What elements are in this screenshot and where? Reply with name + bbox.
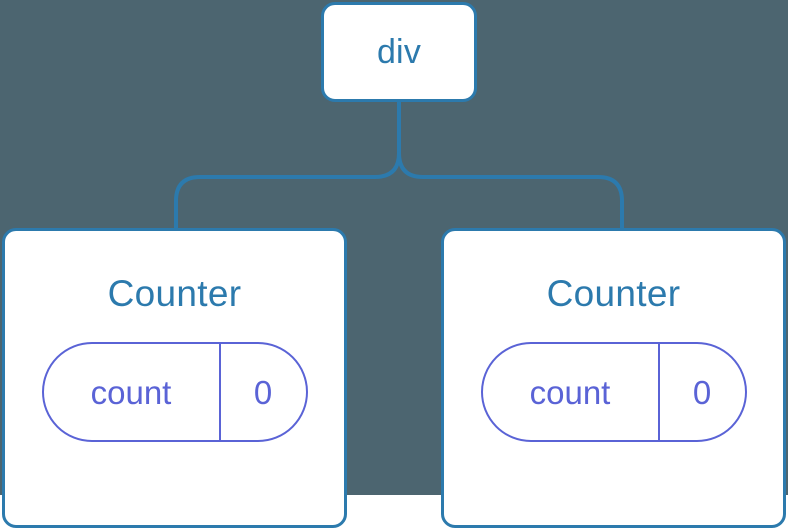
state-pill-right-value-cell: 0	[660, 344, 745, 440]
edge-to-counter-right	[397, 151, 624, 231]
node-div-label: div	[376, 33, 422, 71]
node-counter-right[interactable]: Counter count 0	[441, 228, 786, 528]
node-counter-right-label: Counter	[546, 273, 681, 314]
state-pill-right-value: 0	[692, 373, 712, 411]
node-div[interactable]: div	[321, 2, 477, 102]
state-pill-left[interactable]: count 0	[41, 342, 308, 442]
node-counter-left[interactable]: Counter count 0	[2, 228, 347, 528]
state-pill-left-value: 0	[253, 373, 273, 411]
edge-to-counter-left	[174, 151, 401, 231]
state-pill-right[interactable]: count 0	[480, 342, 747, 442]
state-pill-left-value-cell: 0	[221, 344, 306, 440]
state-pill-left-key-cell: count	[44, 344, 221, 440]
state-pill-right-key-cell: count	[483, 344, 660, 440]
node-counter-left-label: Counter	[107, 273, 242, 314]
state-pill-left-key: count	[90, 373, 172, 411]
state-pill-right-key: count	[529, 373, 611, 411]
